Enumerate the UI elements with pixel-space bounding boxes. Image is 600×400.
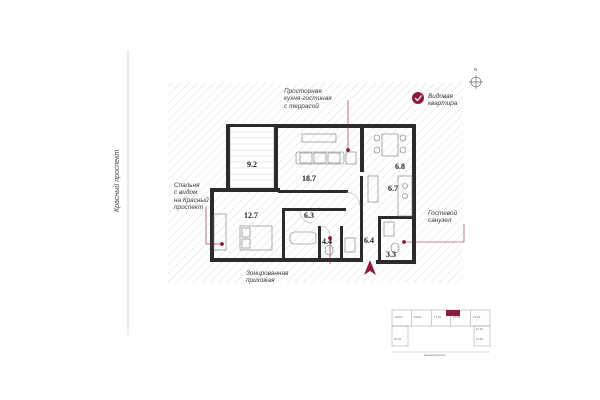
area-hall-center: 6.3 [304, 211, 314, 220]
compass-letter: N [474, 67, 478, 72]
area-bedroom: 12.7 [244, 211, 258, 220]
area-wc: 3.3 [386, 250, 396, 259]
badge-label: Видовая квартира [428, 93, 458, 108]
callout-hallway: Зонированная прихожая [246, 270, 289, 285]
key-plan-highlight [446, 310, 460, 316]
key-plan-street: Красный проспект [424, 354, 446, 357]
area-corridor-right: 6.7 [388, 184, 398, 193]
bed [213, 213, 273, 251]
key-plan-unit-left: 20.4/1 [394, 338, 402, 341]
key-plan-unit-right-top: 13.4/1 [476, 328, 484, 331]
key-plan-unit-4: 16.4/1 [453, 316, 461, 319]
callout-guest-bath: Гостевой санузел [428, 210, 458, 225]
key-plan [391, 309, 491, 353]
check-badge-icon [412, 92, 424, 104]
callout-kitchen: Просторная кухня-гостиная с террасой [284, 88, 332, 110]
entrance-arrow [364, 260, 376, 275]
area-terrace: 9.2 [247, 160, 257, 169]
key-plan-unit-3: 17.4/1 [434, 316, 442, 319]
living-furniture [295, 133, 357, 165]
key-plan-unit-5: 15.4/1 [473, 316, 481, 319]
key-plan-unit-right: 14.4/1 [476, 338, 484, 341]
key-plan-unit-2: 18.4/1 [414, 316, 422, 319]
area-hall-entry: 6.4 [364, 236, 374, 245]
area-bath: 4.4 [322, 237, 332, 246]
street-label: Красный проспект [114, 149, 121, 212]
callout-bedroom: Спальня с видом на Красный проспект [174, 182, 209, 212]
kitchen-table [373, 133, 407, 157]
area-living: 18.7 [302, 174, 316, 183]
area-kitchen: 6.8 [395, 162, 405, 171]
door-swings [299, 191, 361, 237]
terrace [229, 125, 275, 189]
key-plan-unit-1: 19.4/1 [395, 316, 403, 319]
bath-fixtures [289, 221, 400, 256]
walls [210, 124, 416, 264]
kitchen-counter [367, 175, 413, 217]
callout-lines [205, 100, 465, 264]
compass-icon [469, 75, 483, 89]
